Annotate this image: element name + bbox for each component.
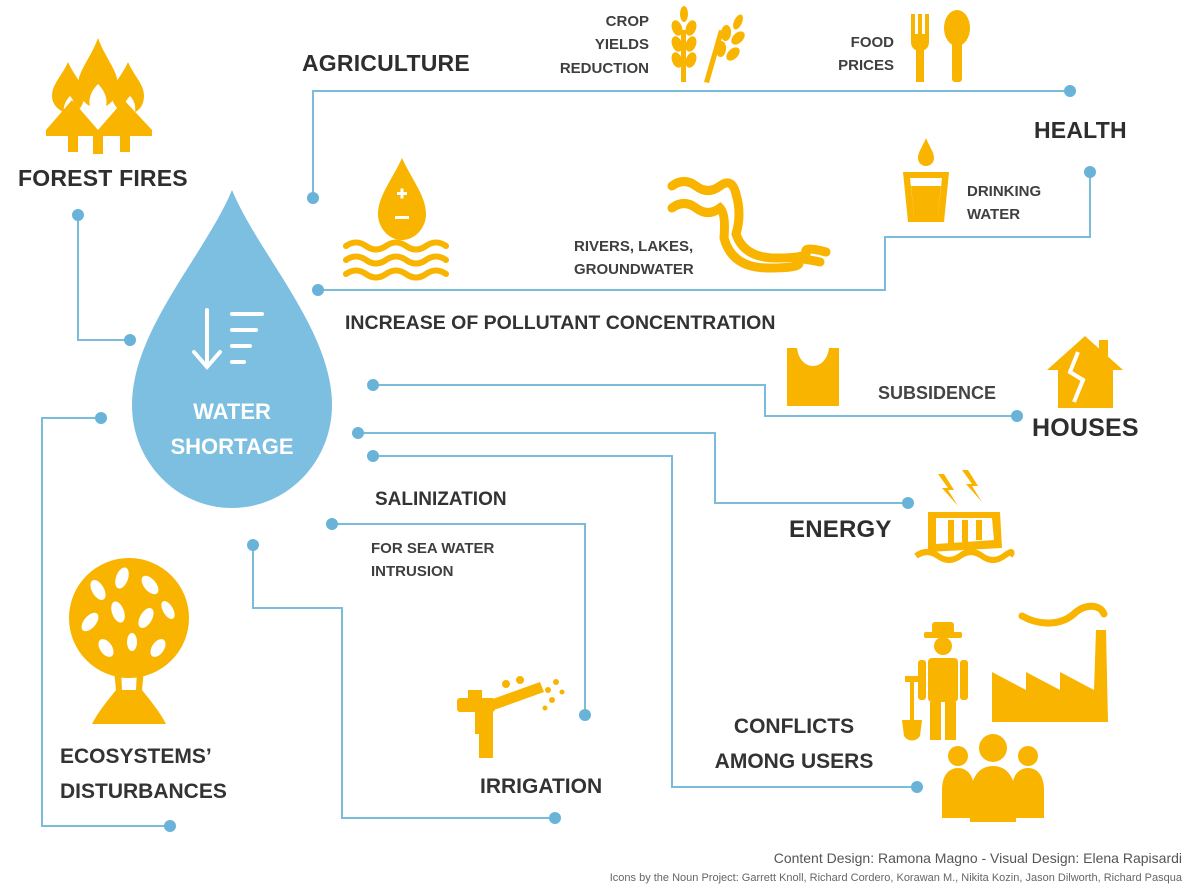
connector-lines	[41, 90, 1091, 827]
factory-icon	[992, 602, 1108, 722]
dot	[164, 820, 176, 832]
crop-yields-line: CROP	[605, 13, 649, 30]
crop-yields-line: YIELDS	[594, 36, 649, 54]
crop-yields-line: REDUCTION	[559, 59, 649, 77]
dot	[326, 518, 338, 530]
connector-ecosystems	[41, 417, 170, 827]
forest-fire-icon	[46, 38, 152, 154]
water-drop-icon	[132, 190, 332, 508]
sea-water-line: FOR SEA WATER	[371, 540, 495, 557]
dot	[124, 334, 136, 346]
connector-energy	[358, 432, 908, 504]
tree-icon	[69, 558, 189, 724]
label-houses: HOUSES	[1032, 414, 1139, 442]
subsidence-icon	[787, 348, 839, 406]
label-forest-fires: FOREST FIRES	[18, 165, 188, 191]
dot	[1084, 166, 1096, 178]
rivers-line: GROUNDWATER	[574, 261, 694, 279]
label-ecosystems: ECOSYSTEMS’ DISTURBANCES	[60, 740, 227, 809]
connector-conflicts	[373, 455, 917, 788]
connector-pollutant	[318, 172, 1091, 291]
connector-agriculture	[312, 90, 1070, 198]
label-irrigation: IRRIGATION	[480, 775, 603, 798]
water-waves-icon	[343, 239, 449, 281]
label-sea-water: FOR SEA WATER INTRUSION	[371, 537, 494, 584]
sprinkler-icon	[457, 676, 565, 758]
dot	[1011, 410, 1023, 422]
label-agriculture: AGRICULTURE	[302, 50, 470, 76]
credits-icons: Icons by the Noun Project: Garrett Knoll…	[609, 872, 1182, 884]
sea-water-line: INTRUSION	[371, 563, 454, 581]
conflicts-line: AMONG USERS	[714, 749, 874, 773]
dot	[352, 427, 364, 439]
house-crack-icon	[1047, 336, 1123, 408]
label-crop-yields: CROP YIELDS REDUCTION	[548, 10, 649, 80]
people-group-icon	[942, 734, 1044, 822]
dot	[95, 412, 107, 424]
connector-salinization	[332, 523, 586, 715]
connector-dots	[72, 85, 1096, 832]
drinking-water-line: DRINKING	[967, 183, 1042, 200]
hydropower-icon	[914, 470, 1015, 563]
label-energy: ENERGY	[789, 516, 892, 543]
credits-design: Content Design: Ramona Magno - Visual De…	[773, 850, 1182, 866]
dot	[247, 539, 259, 551]
dot	[549, 812, 561, 824]
ecosystems-line: DISTURBANCES	[60, 779, 227, 803]
label-salinization: SALINIZATION	[375, 489, 507, 510]
sort-down-icon	[192, 308, 264, 371]
label-health: HEALTH	[1034, 117, 1127, 143]
conflicts-line: CONFLICTS	[733, 715, 855, 738]
connector-forest-fires	[77, 215, 130, 341]
connector-subsidence	[373, 384, 1017, 417]
food-prices-line: FOOD	[850, 34, 894, 51]
dot	[367, 450, 379, 462]
pollutant-drop-icon	[378, 158, 426, 240]
label-drinking-water: DRINKING WATER	[967, 180, 1041, 227]
fork-spoon-icon	[911, 10, 970, 82]
ecosystems-line: ECOSYSTEMS’	[60, 745, 212, 768]
river-waves-icon	[667, 177, 831, 273]
label-subsidence: SUBSIDENCE	[878, 383, 997, 403]
dot	[312, 284, 324, 296]
dot	[902, 497, 914, 509]
label-conflicts: CONFLICTS AMONG USERS	[694, 710, 894, 779]
water-glass-icon	[903, 138, 949, 222]
dot	[72, 209, 84, 221]
dot	[307, 192, 319, 204]
water-shortage-line: WATER	[193, 399, 271, 424]
water-shortage-line: SHORTAGE	[170, 434, 294, 460]
food-prices-line: PRICES	[838, 57, 894, 75]
label-food-prices: FOOD PRICES	[838, 31, 894, 78]
connector-irrigation	[252, 545, 555, 819]
dot	[911, 781, 923, 793]
farmer-icon	[902, 622, 968, 741]
dot	[1064, 85, 1076, 97]
dot	[579, 709, 591, 721]
label-rivers: RIVERS, LAKES, GROUNDWATER	[574, 235, 694, 282]
dot	[367, 379, 379, 391]
rivers-line: RIVERS, LAKES,	[574, 238, 694, 255]
label-pollutant: INCREASE OF POLLUTANT CONCENTRATION	[345, 312, 776, 334]
drinking-water-line: WATER	[967, 206, 1021, 224]
wheat-icon	[671, 6, 745, 83]
label-water-shortage: WATER SHORTAGE	[132, 394, 332, 464]
